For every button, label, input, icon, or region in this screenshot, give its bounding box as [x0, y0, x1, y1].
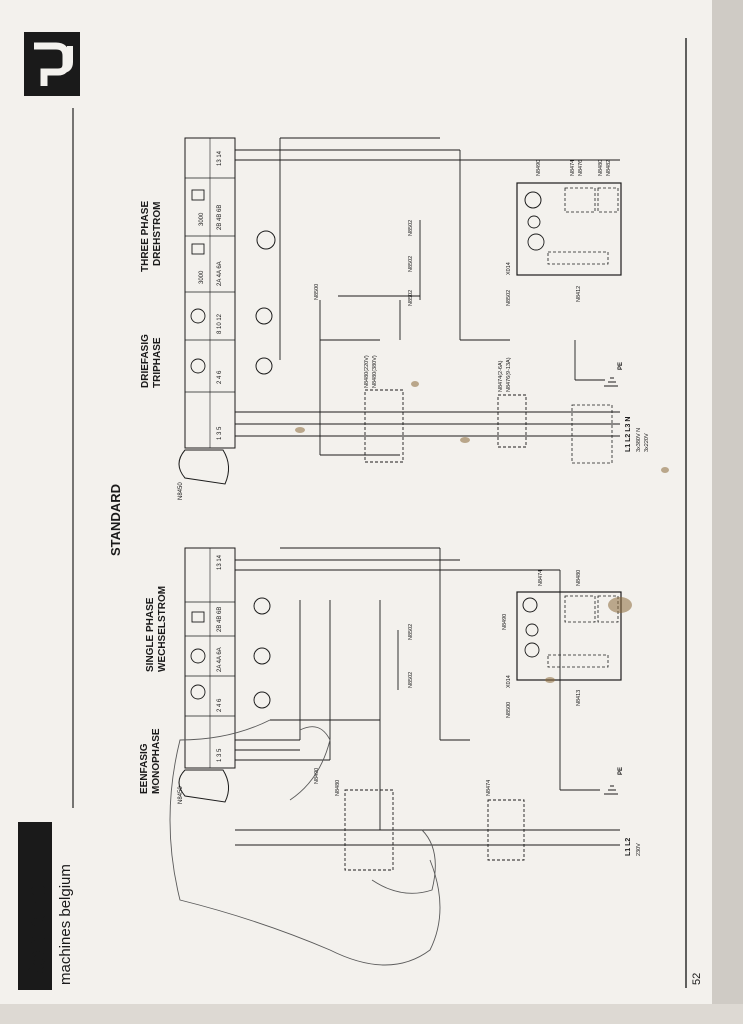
tp-feed-lines — [235, 137, 620, 456]
sp-coil-1 — [253, 691, 271, 709]
sp-overload-n8474 — [487, 799, 525, 861]
sp-contactor-n8480 — [344, 789, 394, 871]
tp-label-n8480-box: N8480 — [598, 160, 604, 176]
page-shadow — [712, 0, 743, 1024]
sp-label-n8502-b: N8502 — [408, 672, 414, 688]
brand-subtitle: machines belgium — [57, 864, 74, 985]
tp-neutral-bridge — [571, 404, 613, 464]
sp-label-n8474-box: N8474 — [538, 570, 544, 586]
sp-terminal-2b: 2B 4B 6B — [217, 607, 223, 632]
sp-label-n8490-box: N8490 — [502, 614, 508, 630]
tp-speed-2: 3000 — [199, 212, 205, 226]
diagram-title: STANDARD — [108, 484, 123, 556]
sp-control-box — [516, 591, 622, 681]
three-phase-section: THREE PHASE DREHSTROM DRIEFASIG TRIPHASE… — [140, 137, 650, 500]
tp-supply-voltage-220: 3x220V — [644, 433, 650, 452]
three-phase-heading-2: DREHSTROM — [152, 202, 163, 266]
paper-stains — [295, 381, 669, 683]
single-phase-subheading-1: EENFASIG — [139, 743, 150, 794]
sp-label-n8500: N8500 — [506, 702, 512, 718]
three-phase-subheading-1: DRIEFASIG — [140, 334, 151, 388]
single-phase-motor-housing — [178, 769, 229, 803]
single-phase-motor-ref: N8450 — [178, 786, 184, 804]
sp-terminal-1314: 13 14 — [217, 554, 223, 570]
tp-label-n8476: N8476(9-13A) — [506, 357, 512, 392]
single-phase-dial-2 — [190, 648, 206, 664]
tp-terminal-1314: 13 14 — [217, 150, 223, 166]
tp-dial-1 — [190, 358, 206, 374]
single-phase-heading-2: WECHSELSTROM — [157, 586, 168, 672]
tp-label-n8482-box: N8482 — [606, 160, 612, 176]
tp-supply-voltage-380: 3x380V N — [636, 428, 642, 452]
tp-label-n8480-220: N8480(220V) — [364, 355, 370, 388]
single-phase-heading-1: SINGLE PHASE — [145, 597, 156, 672]
tp-control-lamp — [524, 191, 542, 209]
three-phase-motor-ref: N8450 — [178, 482, 184, 500]
sp-label-n8502-a: N8502 — [408, 624, 414, 640]
brand-block: Robland machines belgium — [18, 822, 74, 990]
tp-terminal-246: 2 4 6 — [217, 370, 223, 384]
three-phase-heading-1: THREE PHASE — [140, 201, 151, 272]
tp-terminal-81012: 8 10 12 — [217, 313, 223, 334]
sp-terminal-246: 2 4 6 — [217, 698, 223, 712]
sp-label-n8413: N8413 — [576, 690, 582, 706]
sp-label-n8480-box: N8480 — [576, 570, 582, 586]
tp-label-n8474-box: N8474 — [570, 160, 576, 176]
page-bottom-edge — [0, 1004, 743, 1024]
tp-label-n8502-box: N8502 — [506, 290, 512, 306]
tp-coil-3 — [256, 230, 276, 250]
tp-label-n8502-a: N8502 — [408, 220, 414, 236]
sp-supply-voltage: 230V — [636, 843, 642, 856]
sp-terminal-2a: 2A 4A 6A — [217, 647, 223, 672]
pencil-annotations — [169, 719, 441, 966]
tp-label-n8490: N8490 — [536, 160, 542, 176]
tp-control-box — [516, 182, 622, 276]
monogram-logo — [24, 32, 80, 96]
sp-terminal-135: 1 3 5 — [217, 748, 223, 762]
page-number: 52 — [691, 973, 703, 985]
tp-label-n8502-b: N8502 — [408, 256, 414, 272]
sp-label-n8480: N8480 — [335, 780, 341, 796]
tp-speed-1: 3000 — [199, 270, 205, 284]
tp-earth-label: PE — [618, 362, 624, 370]
brand-name: Robland — [21, 881, 51, 985]
tp-earth-icon — [604, 377, 618, 387]
tp-label-n8480-380: N8480(380V) — [372, 355, 378, 388]
tp-label-n8474: N8474(2-6A) — [498, 360, 504, 392]
tp-terminal-2b: 2B 4B 6B — [217, 205, 223, 230]
sp-coil-3 — [253, 597, 271, 615]
tp-coil-2 — [255, 307, 273, 325]
tp-label-n8500: N8500 — [314, 284, 320, 300]
tp-label-n8412: N8412 — [576, 286, 582, 302]
tp-terminal-2a: 2A 4A 6A — [217, 261, 223, 286]
single-phase-subheading-2: MONOPHASE — [151, 728, 162, 794]
sp-label-x014: X014 — [506, 675, 512, 688]
three-phase-subheading-2: TRIPHASE — [152, 337, 163, 388]
tp-selector-2 — [191, 189, 205, 201]
tp-coil-1 — [255, 357, 273, 375]
sp-earth-label: PE — [618, 767, 624, 775]
sp-supply-label: L1 L2 — [625, 838, 632, 856]
tp-selector-1 — [191, 243, 205, 255]
three-phase-motor-housing — [178, 449, 229, 485]
sp-coil-2 — [253, 647, 271, 665]
single-phase-section: SINGLE PHASE WECHSELSTROM EENFASIG MONOP… — [139, 547, 642, 871]
sp-feed-lines — [235, 547, 620, 846]
sp-earth-icon — [604, 785, 618, 795]
sp-label-n8490: N8490 — [314, 768, 320, 784]
tp-dial-2 — [190, 308, 206, 324]
single-phase-selector — [191, 611, 205, 623]
sp-control-lamp — [522, 597, 538, 613]
tp-label-n8476-box: N8476 — [578, 160, 584, 176]
sp-label-n8474: N8474 — [486, 780, 492, 796]
tp-terminal-135: 1 3 5 — [217, 426, 223, 440]
single-phase-dial-1 — [190, 684, 206, 700]
tp-label-x014: X014 — [506, 262, 512, 275]
tp-label-n8502-c: N8502 — [408, 290, 414, 306]
tp-supply-label: L1 L2 L3 N — [625, 417, 632, 452]
